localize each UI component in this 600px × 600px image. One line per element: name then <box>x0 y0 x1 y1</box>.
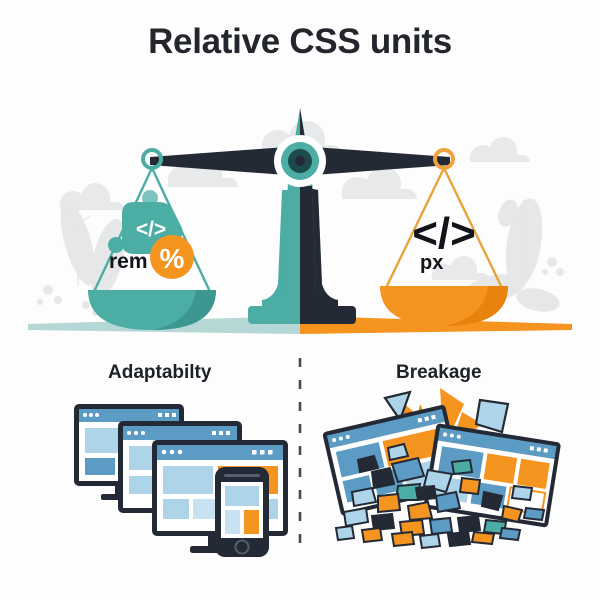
breakage-label: Breakage <box>396 362 482 383</box>
pivot-center-dot <box>295 156 305 166</box>
right-string-inner <box>382 167 446 293</box>
left-pan-group: </> % <box>88 148 216 330</box>
percent-icon <box>150 235 194 279</box>
percent-glyph: % <box>160 243 185 274</box>
decor-leaf-veins <box>65 200 539 293</box>
code-tag-icon: </> <box>412 209 476 258</box>
right-string-outer <box>442 167 506 293</box>
left-pan-label: rem <box>109 250 148 273</box>
decor-clouds <box>60 121 530 280</box>
right-pan-label: px <box>420 252 444 274</box>
page-title: Relative CSS units <box>148 22 452 61</box>
dot-bottom-icon <box>108 237 124 253</box>
right-bowl-shade <box>444 286 508 326</box>
left-bowl-shade <box>152 290 216 330</box>
debris-shards <box>334 442 546 550</box>
base-plate-right <box>300 306 356 324</box>
left-pan-icons: </> % <box>108 190 194 279</box>
code-tag-glyph: </> <box>136 218 166 241</box>
scale-pivot <box>274 135 326 187</box>
right-pan-group: </> <box>380 148 508 326</box>
adaptability-label: Adaptabilty <box>108 362 212 383</box>
smartphone <box>215 467 269 557</box>
